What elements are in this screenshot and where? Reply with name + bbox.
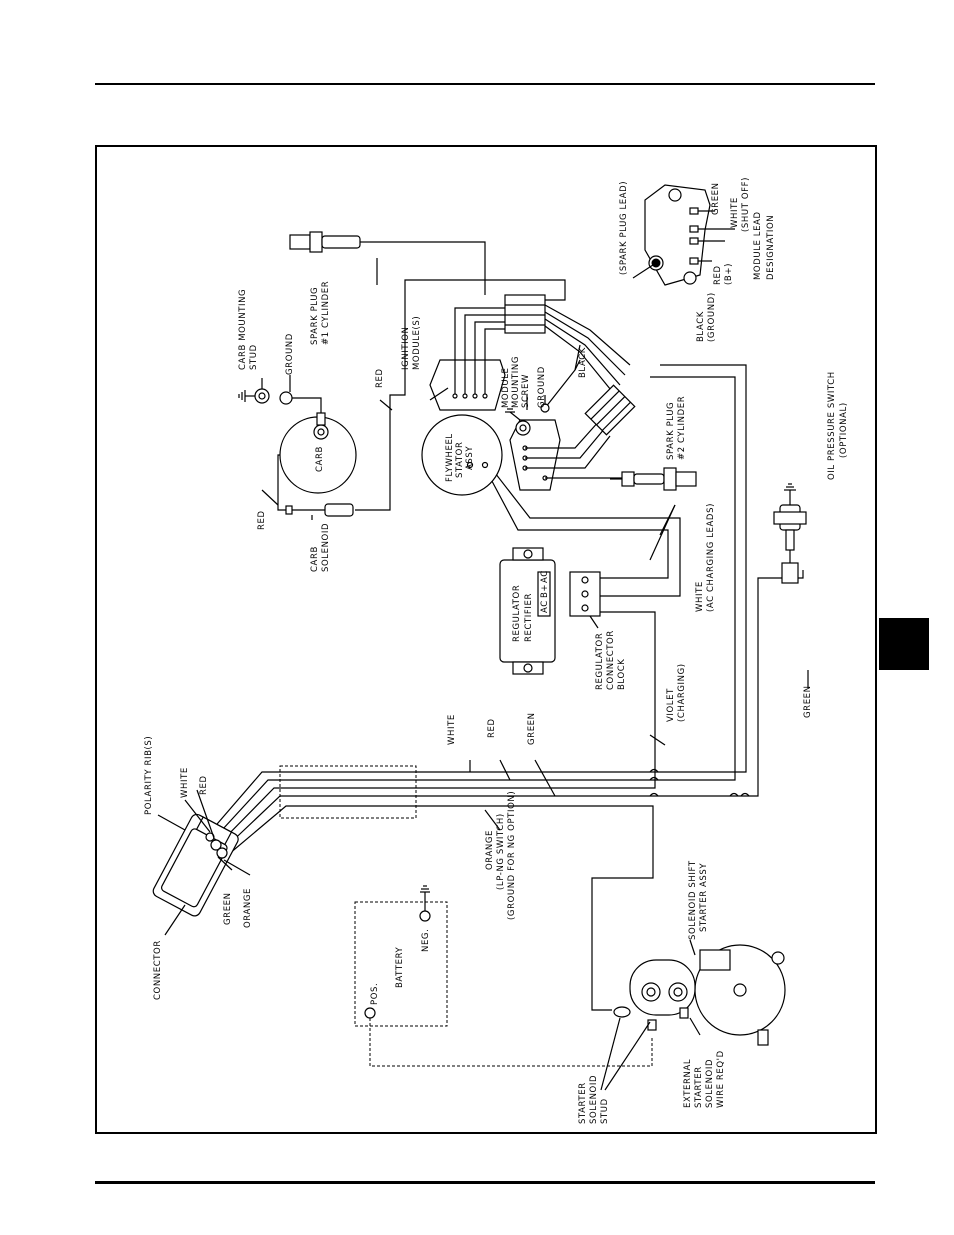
label-external-starter-wire-b: STARTER	[694, 1066, 704, 1108]
label-ignition-modules-a: IGNITION	[401, 326, 411, 370]
reg-terminal-bplus: B+	[540, 584, 550, 598]
solenoid-shift-starter	[600, 944, 786, 1091]
label-white-harness: WHITE	[447, 714, 457, 745]
label-regulator-rectifier-b: RECTIFIER	[524, 593, 534, 642]
label-spark-plug-1-a: SPARK PLUG	[310, 287, 320, 345]
label-carb-mounting-stud-b: STUD	[249, 344, 259, 370]
main-harness	[204, 364, 804, 1011]
label-module-lead-designation-b: DESIGNATION	[766, 215, 776, 280]
label-module-mounting-screw-a: MODULE	[501, 368, 511, 409]
section-tab	[879, 618, 929, 670]
label-black-ground-a: BLACK	[696, 311, 706, 342]
label-solenoid-shift-starter-b: STARTER ASSY	[699, 863, 709, 932]
leader-lines	[157, 258, 809, 1036]
label-carb-solenoid-a: CARB	[310, 546, 320, 572]
label-flywheel-stator-b: STATOR	[455, 442, 465, 478]
module-lead-designation	[632, 184, 735, 286]
labels: SPARK PLUG #1 CYLINDER CARB MOUNTING STU…	[144, 177, 849, 1124]
label-orange-connector: ORANGE	[243, 888, 253, 928]
top-rule	[95, 83, 875, 85]
label-red-bplus-a: RED	[713, 265, 723, 285]
label-carb: CARB	[315, 446, 325, 472]
flywheel-stator	[421, 414, 503, 496]
label-orange-note-a: ORANGE	[485, 830, 495, 870]
oil-pressure-switch	[773, 483, 807, 584]
label-regulator-rectifier-a: REGULATOR	[512, 585, 522, 642]
label-oil-pressure-switch-a: OIL PRESSURE SWITCH	[827, 371, 837, 480]
diagram-frame	[95, 145, 877, 1134]
label-violet-charging-a: VIOLET	[666, 688, 676, 722]
label-red-connector: RED	[199, 775, 209, 795]
label-flywheel-stator-c: ASSY	[465, 446, 475, 470]
label-white-shut-off-b: (SHUT OFF)	[741, 177, 751, 232]
label-white-shut-off-a: WHITE	[730, 197, 740, 228]
label-battery: BATTERY	[395, 946, 405, 988]
label-green-right: GREEN	[803, 685, 813, 718]
label-polarity-ribs: POLARITY RIB(S)	[144, 736, 154, 815]
label-external-starter-wire-c: SOLENOID	[705, 1059, 715, 1108]
label-black-ground-b: (GROUND)	[707, 292, 717, 342]
label-regulator-connector-block-b: CONNECTOR	[606, 630, 616, 690]
label-orange-note-c: (GROUND FOR NG OPTION)	[507, 791, 517, 920]
label-black: BLACK	[578, 347, 588, 378]
label-starter-solenoid-stud-b: SOLENOID	[589, 1075, 599, 1124]
label-spark-plug-2-a: SPARK PLUG	[666, 402, 676, 460]
battery	[354, 885, 653, 1067]
label-module-mounting-screw-c: SCREW	[521, 374, 531, 408]
harness-connector	[152, 813, 239, 917]
label-starter-solenoid-stud-c: STUD	[600, 1098, 610, 1124]
label-ground-carb: GROUND	[285, 333, 295, 375]
label-connector: CONNECTOR	[153, 940, 163, 1000]
label-orange-note-b: (LP-NG SWITCH)	[496, 813, 506, 890]
label-green-connector: GREEN	[223, 892, 233, 925]
label-oil-pressure-switch-b: (OPTIONAL)	[839, 402, 849, 458]
label-red-bplus-b: (B+)	[724, 263, 734, 285]
label-external-starter-wire-a: EXTERNAL	[683, 1059, 693, 1108]
label-carb-solenoid-b: SOLENOID	[321, 523, 331, 572]
label-white-ac-charging-a: WHITE	[695, 581, 705, 612]
label-green-module: GREEN	[711, 182, 721, 215]
label-regulator-connector-block-a: REGULATOR	[595, 633, 605, 690]
label-spark-plug-2-b: #2 CYLINDER	[677, 396, 687, 460]
label-external-starter-wire-d: WIRE REQ'D	[716, 1050, 726, 1108]
label-pos: POS.	[370, 983, 380, 1005]
label-spark-plug-lead: (SPARK PLUG LEAD)	[619, 181, 629, 275]
label-red-top: RED	[375, 368, 385, 388]
battery-negative-terminal	[419, 910, 431, 922]
label-regulator-connector-block-c: BLOCK	[617, 659, 627, 690]
label-white-connector: WHITE	[180, 767, 190, 798]
bottom-rule	[95, 1181, 875, 1184]
label-module-mounting-screw-b: MOUNTING	[511, 356, 521, 408]
label-white-ac-charging-b: (AC CHARGING LEADS)	[706, 503, 716, 612]
label-flywheel-stator-a: FLYWHEEL	[445, 433, 455, 482]
spark-plug-1	[289, 231, 370, 253]
reg-terminal-ac-2: AC	[540, 570, 550, 583]
label-ground-module: GROUND	[537, 366, 547, 408]
reg-terminal-ac-1: AC	[540, 600, 550, 613]
regulator-rectifier: AC B+ AC	[484, 459, 681, 675]
label-module-lead-designation-a: MODULE LEAD	[753, 211, 763, 280]
label-neg: NEG.	[421, 929, 431, 952]
carb	[238, 388, 357, 517]
label-violet-charging-b: (CHARGING)	[677, 663, 687, 722]
label-spark-plug-1-b: #1 CYLINDER	[321, 281, 331, 345]
ignition-module-1	[355, 241, 631, 511]
battery-positive-terminal	[364, 1007, 376, 1019]
label-starter-solenoid-stud-a: STARTER	[578, 1082, 588, 1124]
label-red-carb: RED	[257, 510, 267, 530]
label-solenoid-shift-starter-a: SOLENOID SHIFT	[688, 860, 698, 940]
spark-plug-2	[610, 467, 697, 491]
label-red-harness: RED	[487, 718, 497, 738]
label-carb-mounting-stud-a: CARB MOUNTING	[238, 289, 248, 370]
label-ignition-modules-b: MODULE(S)	[412, 316, 422, 370]
label-green-harness: GREEN	[527, 712, 537, 745]
ignition-module-2	[505, 344, 655, 491]
